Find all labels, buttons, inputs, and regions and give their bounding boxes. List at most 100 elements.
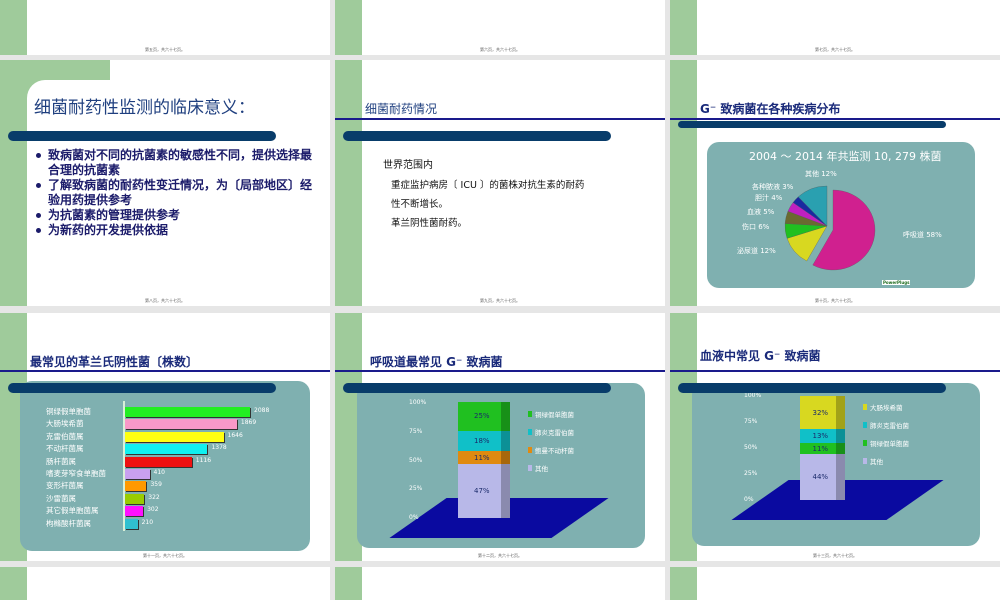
text-line: 世界范围内 (383, 160, 433, 171)
bar-category-label: 沙雷菌属 (46, 493, 76, 503)
bar-value-label: 1646 (227, 431, 243, 439)
segment-label: 18% (474, 436, 490, 445)
pie-slice (812, 189, 876, 271)
legend-item: 肺炎克雷伯菌 (528, 427, 574, 437)
slide-title: 血液中常见 G⁻ 致病菌 (700, 349, 821, 363)
stacked-segment (458, 401, 510, 431)
slide-footer: 第五页，共六十七页。 (145, 47, 185, 52)
legend-item: 其他 (863, 456, 883, 466)
pie-label: 其他 12% (805, 170, 837, 178)
bar-value-label: 359 (150, 481, 162, 489)
pie-label: 血液 5% (747, 208, 775, 216)
slide-thumbnail[interactable]: 第六页，共六十七页。 (335, 0, 665, 55)
pie-label: 呼吸道 58% (903, 231, 942, 239)
title-bar (8, 383, 276, 393)
legend-item: 铜绿假单胞菌 (863, 438, 909, 448)
title-bar (8, 131, 276, 141)
title-underline (670, 118, 1000, 120)
bar (125, 506, 144, 517)
y-tick-label: 50% (409, 456, 423, 464)
bar (125, 481, 147, 492)
green-strip (335, 60, 362, 306)
bullet-item: 为新药的开发提供依据 (34, 223, 314, 238)
legend-item: 铜绿假单胞菌 (528, 409, 574, 419)
slide-title: 细菌耐药情况 (365, 102, 438, 116)
slide-thumbnail[interactable] (335, 567, 665, 600)
title-underline (670, 370, 1000, 372)
slide-title: 细菌耐药性监测的临床意义： (34, 98, 255, 118)
bar-category-label: 大肠埃希菌 (46, 419, 84, 429)
green-strip (0, 0, 27, 55)
stacked-segment (800, 442, 845, 455)
stacked-segment (800, 454, 845, 500)
slide-thumbnail[interactable]: 第五页，共六十七页。 (0, 0, 330, 55)
title-bar (678, 383, 946, 393)
pie-label: 各种脓液 3% (752, 183, 794, 191)
green-strip (670, 60, 697, 306)
title-underline (335, 118, 665, 120)
slide-footer: 第七页，共六十七页。 (815, 47, 855, 52)
segment-label: 11% (812, 444, 829, 453)
slide-footer: 第十一页，共六十七页。 (143, 553, 187, 558)
bar-value-label: 2088 (254, 407, 270, 414)
slide-thumbnail[interactable]: G⁻ 致病菌在各种疾病分布 2004 ～ 2014 年共监测 10, 279 株… (670, 60, 1000, 306)
bar-value-label: 322 (148, 493, 160, 501)
bar-category-label: 其它假单胞菌属 (46, 506, 99, 516)
slide-thumbnail[interactable]: 血液中常见 G⁻ 致病菌 0%25%50%75%100%44%11%13%32%… (670, 313, 1000, 561)
pie-slice (798, 185, 828, 227)
segment-label: 11% (474, 453, 490, 462)
bullet-item: 为抗菌素的管理提供参考 (34, 208, 314, 223)
stacked-segment (800, 429, 845, 443)
segment-label: 25% (474, 412, 490, 421)
bullet-item: 了解致病菌的耐药性变迁情况，为〔局部地区〕经验用药提供参考 (34, 178, 314, 208)
chart-panel: 0%25%50%75%100%44%11%13%32%大肠埃希菌肺炎克雷伯菌铜绿… (692, 383, 980, 546)
bar-category-label: 克雷伯菌属 (46, 431, 84, 441)
slide-thumbnail[interactable]: 呼吸道最常见 G⁻ 致病菌 0%25%50%75%100%47%11%18%25… (335, 313, 665, 561)
chart-panel: 2004 ～ 2014 年共监测 10, 279 株菌 其他 12% 各种脓液 … (707, 142, 975, 288)
y-tick-label: 50% (744, 444, 758, 451)
bar-category-label: 嗜麦芽窄食单胞菌 (46, 469, 106, 478)
bar (125, 456, 192, 467)
y-tick-label: 100% (744, 392, 762, 399)
title-underline (335, 370, 665, 372)
title-bar (678, 121, 946, 128)
text-line: 性不断增长。 (391, 199, 449, 210)
slide-thumbnail[interactable]: 第七页，共六十七页。 (670, 0, 1000, 55)
segment-label: 32% (812, 408, 829, 417)
green-strip (670, 0, 697, 55)
slide-footer: 第十三页，共六十七页。 (813, 553, 857, 558)
bar-value-label: 1116 (195, 456, 212, 464)
y-tick-label: 75% (744, 418, 758, 425)
stacked-segment (800, 396, 845, 430)
pie-label: 泌尿道 12% (737, 247, 776, 255)
bar-category-label: 不动杆菌属 (46, 444, 84, 454)
bar-value-label: 410 (153, 469, 165, 476)
legend-item: 其他 (528, 463, 548, 473)
y-tick-label: 25% (409, 485, 423, 493)
title-bar (343, 131, 611, 141)
slide-thumbnail[interactable] (0, 567, 330, 600)
bullet-item: 致病菌对不同的抗菌素的敏感性不同，提供选择最合理的抗菌素 (34, 148, 314, 178)
text-line: 革兰阴性菌耐药。 (391, 218, 468, 229)
pie-label: 胆汁 4% (755, 194, 783, 202)
slide-footer: 第九页，共六十七页。 (480, 298, 520, 303)
legend-item: 大肠埃希菌 (863, 402, 903, 412)
slide-thumbnail[interactable]: 细菌耐药性监测的临床意义： 致病菌对不同的抗菌素的敏感性不同，提供选择最合理的抗… (0, 60, 330, 306)
slide-thumbnail[interactable]: 细菌耐药情况 世界范围内 重症监护病房〔 ICU 〕的菌株对抗生素的耐药 性不断… (335, 60, 665, 306)
stacked-segment (458, 430, 510, 452)
slide-thumbnail[interactable] (670, 567, 1000, 600)
legend-item: 肺炎克雷伯菌 (863, 420, 909, 430)
green-strip (670, 567, 697, 600)
bar (125, 493, 145, 504)
bar (125, 407, 250, 417)
stacked-segment (458, 463, 510, 518)
bar-category-label: 变形杆菌属 (46, 481, 84, 491)
bar (125, 419, 237, 430)
stacked-segment (458, 451, 510, 464)
powerplugs-logo: PowerPlugs (882, 280, 911, 285)
segment-label: 13% (812, 432, 829, 441)
segment-label: 47% (474, 486, 490, 495)
